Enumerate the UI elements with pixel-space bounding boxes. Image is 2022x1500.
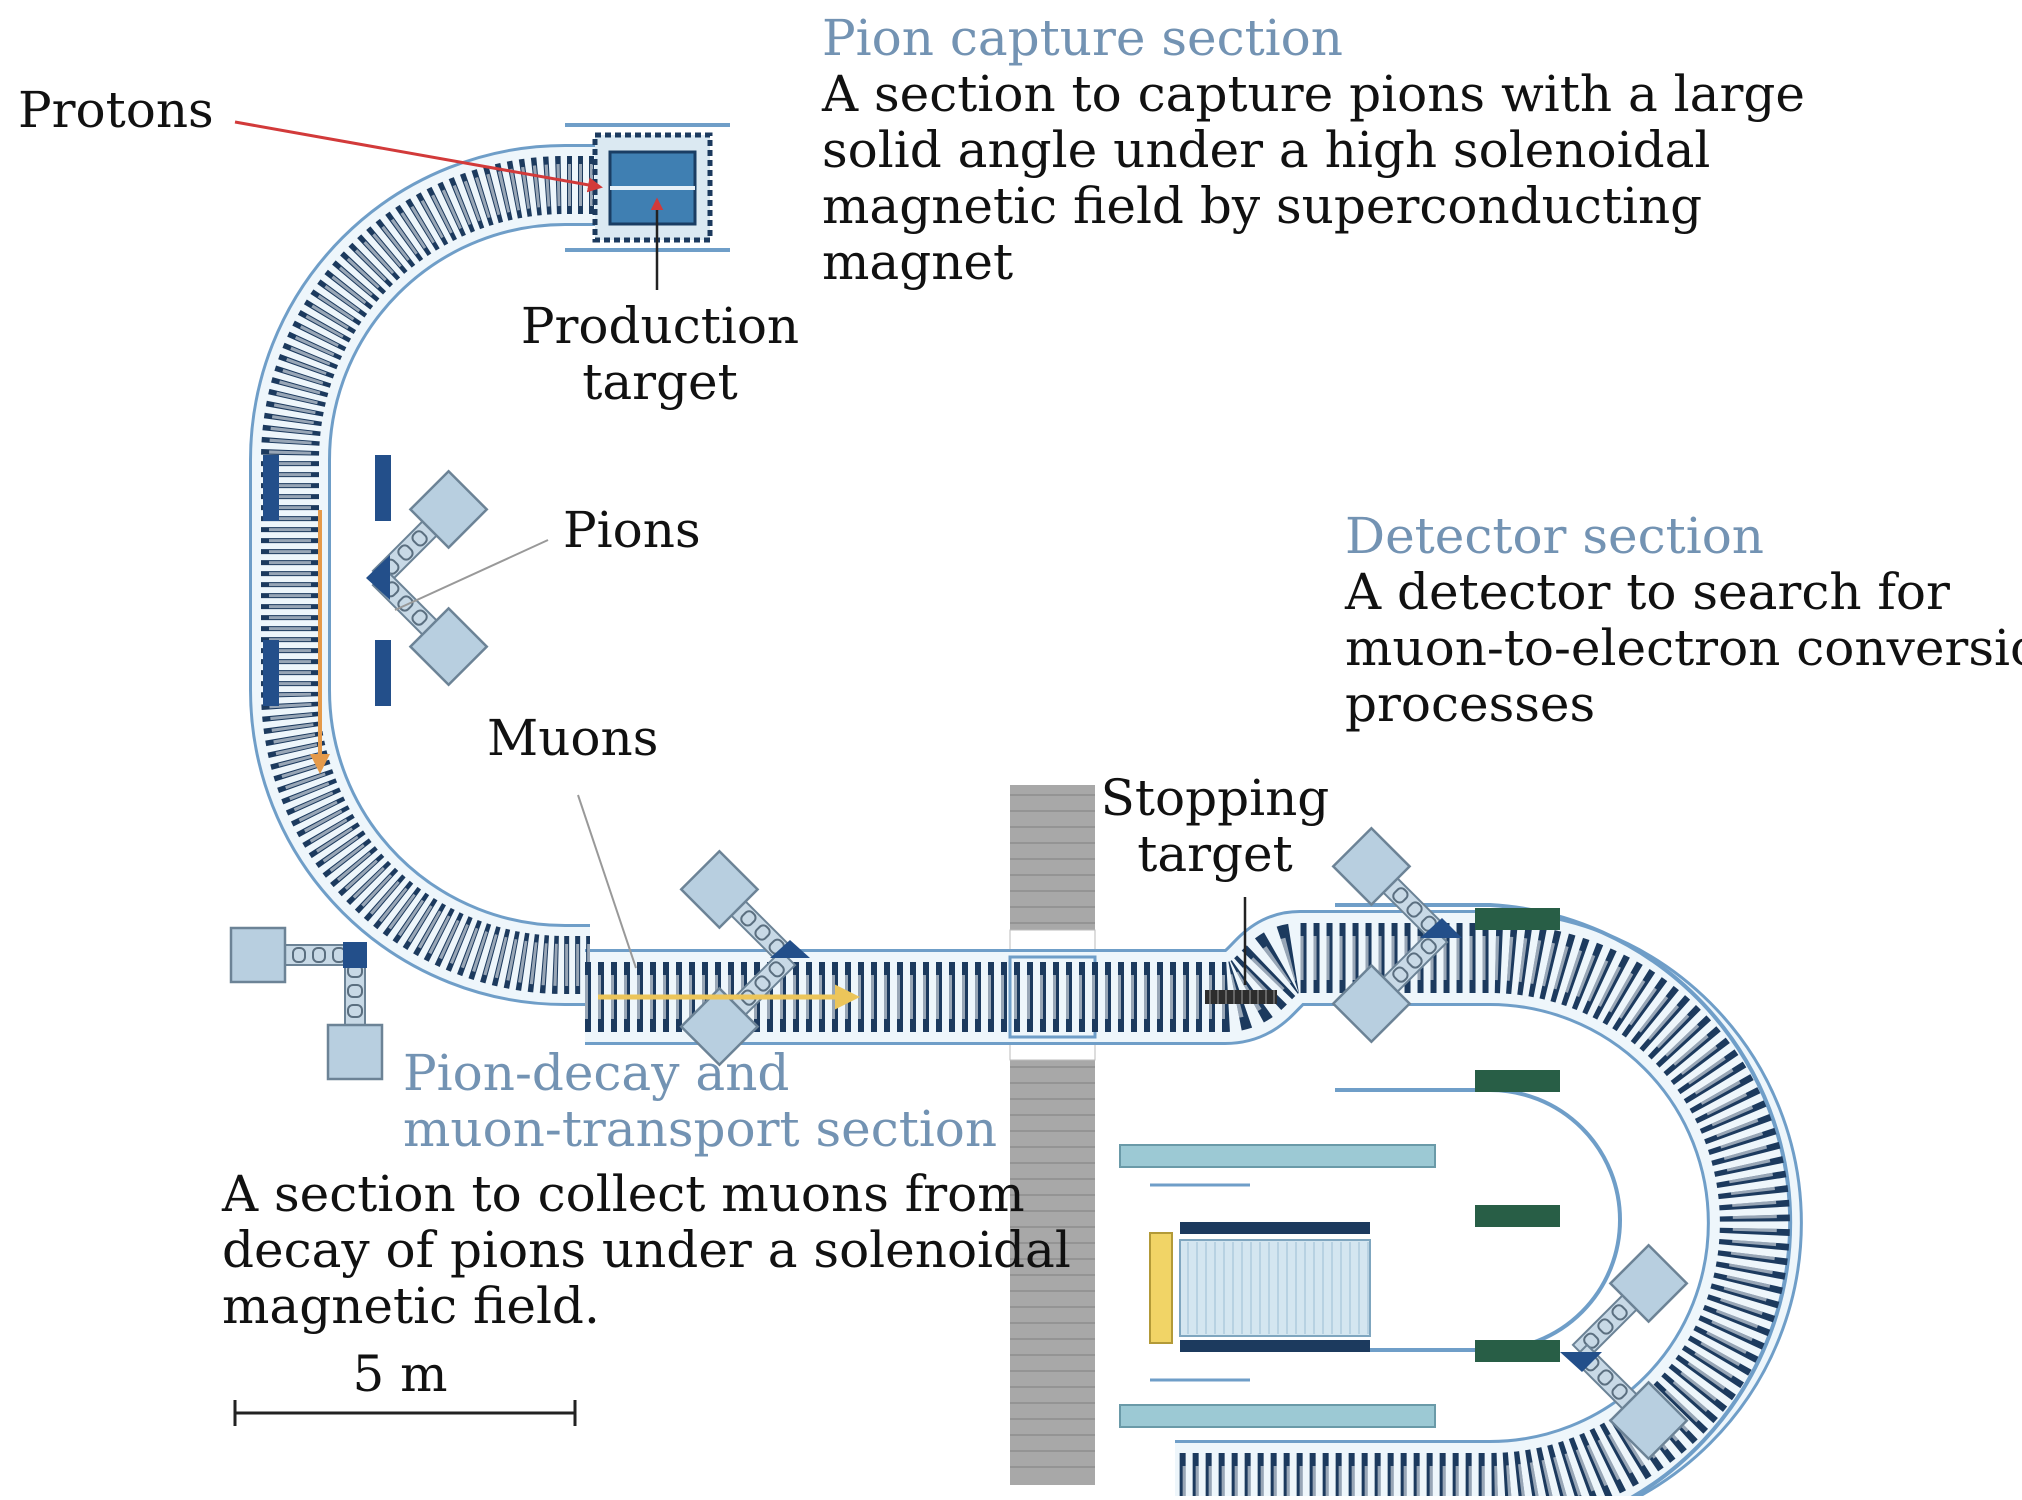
pump-chain-link: [411, 530, 428, 547]
pump-chain-link: [740, 989, 757, 1006]
detector-magnet: [1475, 908, 1560, 930]
production-target-line-1: Production: [520, 297, 800, 355]
pump-head: [408, 606, 489, 687]
scale-bar-label: 5 m: [352, 1345, 448, 1403]
pump-chain-link: [768, 961, 785, 978]
detector-magnet: [1475, 1070, 1560, 1092]
pump-junction: [1560, 1352, 1602, 1372]
pump-chain-link: [1597, 1318, 1614, 1335]
pump-head: [408, 469, 489, 550]
production-target-label: Production target: [520, 298, 800, 410]
pump-chain-link: [754, 924, 771, 941]
pump-head: [1608, 1243, 1689, 1324]
pump-head: [679, 849, 760, 930]
pump-head: [326, 1023, 384, 1081]
pump-chain-link: [1611, 1304, 1628, 1321]
detector-line-1: A detector to search for: [1345, 563, 1950, 621]
dipole-magnet: [375, 455, 391, 521]
pump-chain-link: [1597, 1369, 1614, 1386]
pion-decay-line-1: A section to collect muons from: [222, 1165, 1025, 1223]
vacuum-pump: [679, 849, 797, 967]
production-target-line-2: target: [582, 353, 738, 411]
dipole-magnet: [263, 455, 279, 521]
vacuum-pump: [229, 926, 356, 984]
pump-chain-link: [1392, 966, 1409, 983]
calorimeter: [1149, 1232, 1173, 1344]
pion-capture-line-2: solid angle under a high solenoidal: [822, 121, 1711, 179]
pump-junction: [770, 940, 810, 958]
pump-chain-link: [1392, 887, 1409, 904]
stopping-target-line-1: Stopping: [1100, 769, 1330, 827]
capture-curve-coil-gaps: [269, 164, 605, 986]
vacuum-pump: [1571, 1343, 1689, 1461]
coil-segments: [261, 156, 1790, 1500]
detector-solenoid-bottom: [1180, 1340, 1370, 1352]
detector-title: Detector section: [1345, 507, 1764, 565]
proton-beam-arrow: [234, 120, 603, 193]
vacuum-pump: [1331, 926, 1449, 1044]
pump-head: [1608, 1380, 1689, 1461]
detector-magnet: [1475, 1205, 1560, 1227]
pointer-lines: [233, 120, 1247, 1426]
detector-inner-rail: [1335, 1088, 1622, 1352]
muons-label: Muons: [487, 709, 659, 767]
muons-pointer: [577, 794, 637, 969]
detector-line-3: processes: [1345, 675, 1596, 733]
pump-chain-link: [292, 947, 306, 963]
pion-capture-line-3: magnetic field by superconducting: [822, 177, 1703, 235]
pump-junction: [343, 942, 367, 968]
detector-block: Detector section A detector to search fo…: [1345, 508, 2022, 732]
pion-decay-desc-block: A section to collect muons from decay of…: [222, 1166, 1071, 1334]
pump-head: [1331, 963, 1412, 1044]
pion-capture-line-4: magnet: [822, 233, 1014, 291]
pump-chain-link: [347, 984, 363, 998]
pump-chain-link: [347, 1004, 363, 1018]
pion-capture-title: Pion capture section: [822, 9, 1343, 67]
pump-chain-link: [397, 544, 414, 561]
pion-decay-line-3: magnetic field.: [222, 1277, 600, 1335]
pump-head: [1331, 826, 1412, 907]
pion-decay-title-block: Pion-decay and muon-transport section: [403, 1045, 997, 1157]
stopping-target: [1205, 990, 1277, 1004]
protons-label: Protons: [18, 81, 214, 139]
detector-line-2: muon-to-electron conversion: [1345, 619, 2022, 677]
pump-head: [679, 986, 760, 1067]
transport-coils: [585, 923, 1790, 1500]
pions-pointer: [394, 539, 549, 611]
pump-chain-link: [312, 947, 326, 963]
stopping-target-line-2: target: [1137, 825, 1293, 883]
detector-bar-bottom: [1119, 1404, 1436, 1428]
detector-solenoid-top: [1180, 1222, 1370, 1234]
pump-head: [229, 926, 287, 984]
pump-chain-link: [754, 975, 771, 992]
magnets-and-pumps: [229, 123, 1689, 1461]
dipole-magnet: [375, 640, 391, 706]
pion-capture-line-1: A section to capture pions with a large: [822, 65, 1805, 123]
pion-decay-line-2: decay of pions under a solenoidal: [222, 1221, 1071, 1279]
stopping-target-label: Stopping target: [1100, 770, 1330, 882]
pump-chain-link: [1406, 901, 1423, 918]
detector-magnet: [1475, 1340, 1560, 1362]
pion-decay-title-1: Pion-decay and: [403, 1044, 790, 1102]
pump-chain-link: [740, 910, 757, 927]
dipole-magnet: [263, 640, 279, 706]
pump-chain-link: [1406, 952, 1423, 969]
vacuum-pump: [1571, 1243, 1689, 1361]
pump-junction: [366, 555, 390, 600]
shield-wall: [1009, 785, 1096, 1485]
pump-junction: [1420, 918, 1462, 938]
pump-chain-link: [411, 609, 428, 626]
tracker: [1179, 1239, 1371, 1337]
pion-capture-block: Pion capture section A section to captur…: [822, 10, 1805, 290]
pion-decay-title-2: muon-transport section: [403, 1100, 998, 1158]
wall-body: [1010, 785, 1095, 1485]
detector-bar-top: [1119, 1144, 1436, 1168]
vacuum-pump: [326, 954, 384, 1081]
vacuum-pump: [1331, 826, 1449, 944]
pump-chain-link: [1420, 938, 1437, 955]
pions-label: Pions: [563, 501, 701, 559]
pump-chain-link: [1611, 1383, 1628, 1400]
